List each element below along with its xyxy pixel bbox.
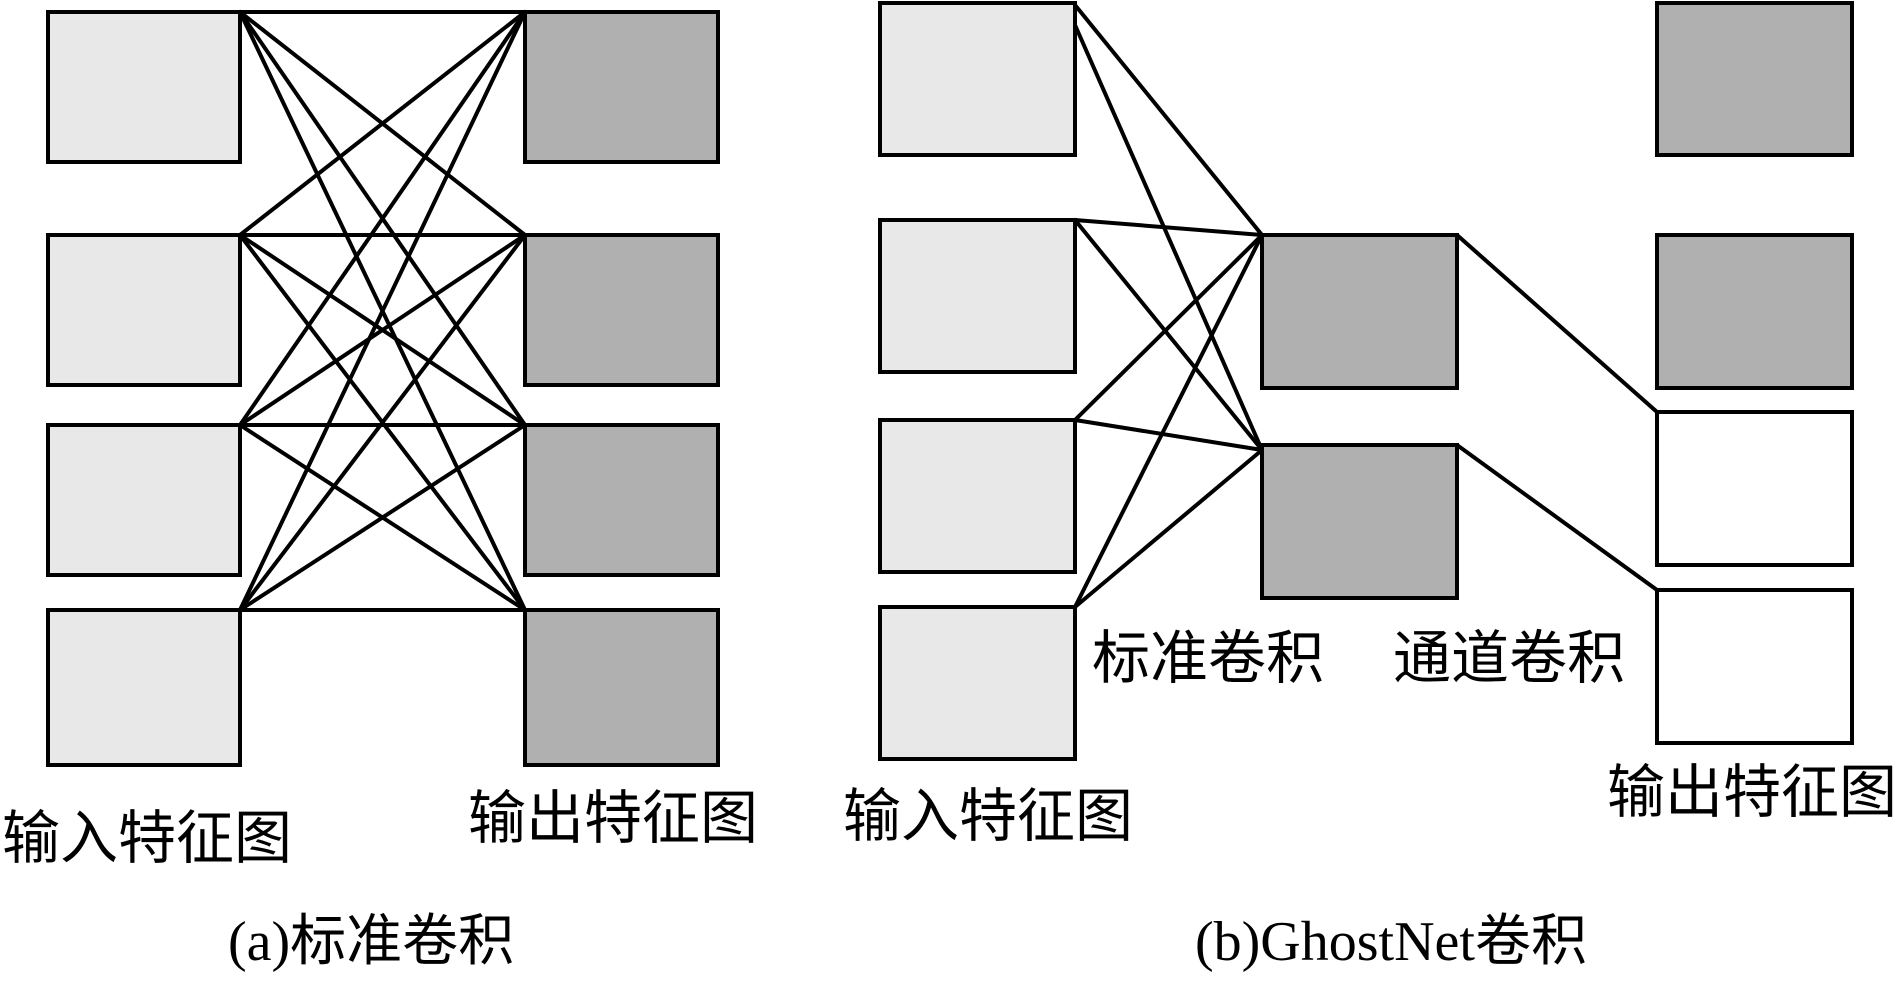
connection-line: [1455, 443, 1659, 592]
intrinsic-feature-map: [1260, 443, 1459, 600]
connection-line: [238, 10, 527, 612]
input-feature-map: [46, 608, 242, 767]
panel-a: 输入特征图 输出特征图 (a)标准卷积: [2, 10, 758, 973]
input-feature-map: [46, 423, 242, 577]
input-feature-map: [878, 218, 1077, 374]
connection-line: [1073, 218, 1264, 452]
connection-line: [1073, 448, 1264, 609]
panel-a-output-label: 输出特征图: [468, 784, 758, 852]
connection-line: [238, 10, 527, 427]
output-feature-map: [523, 10, 720, 164]
panel-b: 标准卷积 通道卷积 输入特征图 输出特征图 (b)GhostNet卷积: [843, 1, 1897, 973]
connection-line: [1073, 418, 1264, 452]
channel-conv-label: 通道卷积: [1393, 624, 1625, 692]
standard-conv-label: 标准卷积: [1092, 624, 1324, 692]
connection-line: [238, 10, 527, 237]
connection-line: [238, 233, 527, 612]
panel-a-input-label: 输入特征图: [2, 804, 292, 872]
connection-line: [1073, 23, 1264, 452]
panel-b-standard-conv-connections: [1073, 3, 1264, 609]
panel-a-caption: (a)标准卷积: [228, 911, 514, 973]
panel-b-input-label: 输入特征图: [843, 782, 1133, 850]
connection-line: [238, 233, 527, 427]
output-feature-map: [523, 608, 720, 767]
panel-b-caption: (b)GhostNet卷积: [1195, 911, 1587, 973]
connection-line: [1073, 218, 1264, 237]
output-feature-map: [523, 233, 720, 387]
connection-line: [238, 423, 527, 612]
connection-line: [1073, 233, 1264, 422]
ghost-feature-map: [1655, 588, 1854, 745]
connection-line: [1073, 3, 1264, 237]
connection-line: [1455, 233, 1659, 414]
input-feature-map: [878, 605, 1077, 761]
intrinsic-feature-map: [1260, 233, 1459, 390]
ghost-feature-map: [1655, 410, 1854, 567]
output-feature-map: [1655, 1, 1854, 157]
connection-line: [1073, 233, 1264, 609]
input-feature-map: [878, 1, 1077, 157]
panel-b-output-label: 输出特征图: [1607, 758, 1897, 826]
output-feature-map: [1655, 233, 1854, 390]
panel-b-channel-conv-connections: [1455, 233, 1659, 592]
input-feature-map: [878, 418, 1077, 574]
output-feature-map: [523, 423, 720, 577]
input-feature-map: [46, 10, 242, 164]
input-feature-map: [46, 233, 242, 387]
panel-a-connections: [238, 10, 527, 612]
